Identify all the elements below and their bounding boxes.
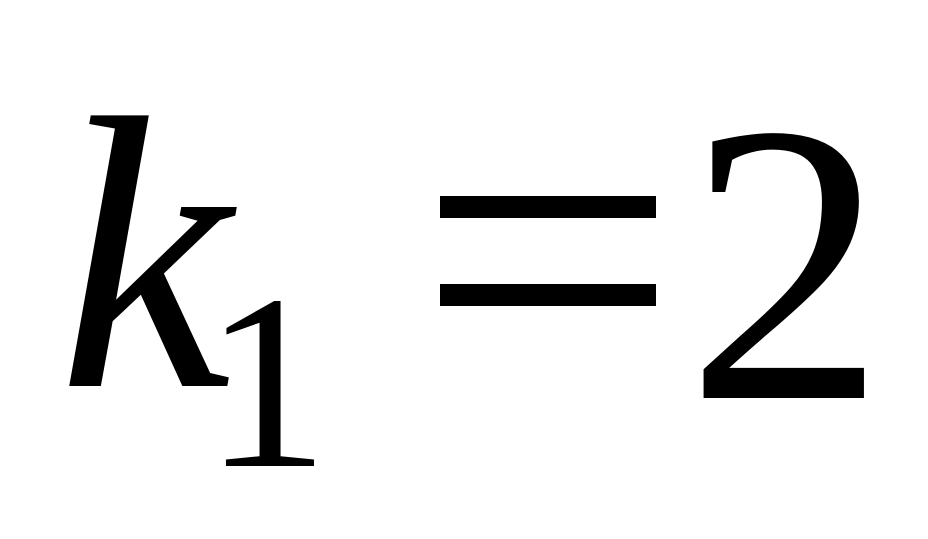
variable-k: k (58, 39, 232, 471)
equals-bar-bottom (440, 284, 656, 306)
equals-bar-top (440, 196, 656, 218)
value-2: 2 (686, 42, 886, 485)
subscript-1: 1 (204, 244, 329, 521)
equals-sign (440, 196, 656, 312)
